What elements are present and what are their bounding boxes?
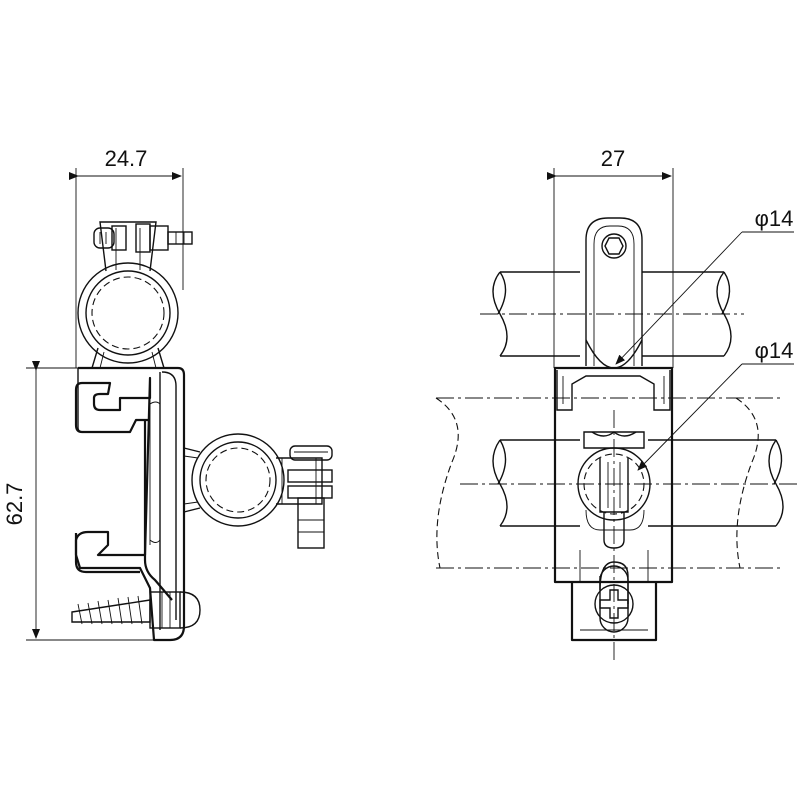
side-wood-screw: [71, 591, 201, 629]
side-bracket-body: [74, 366, 186, 642]
side-width-label: 24.7: [105, 146, 148, 171]
side-width-dimension: 24.7: [69, 146, 184, 368]
front-upper-pipe-diameter-label: φ14: [755, 206, 794, 231]
side-height-dimension: 62.7: [2, 361, 160, 641]
front-upper-pipe: [480, 271, 744, 357]
side-lower-clamp: [183, 433, 333, 549]
front-screw-head: [594, 561, 634, 633]
front-view: 27: [435, 146, 800, 660]
front-lower-pipe-diameter-label: φ14: [755, 338, 794, 363]
front-bracket-body: [553, 366, 674, 642]
front-width-dimension: 27: [547, 146, 674, 368]
side-upper-clamp: [77, 221, 193, 369]
front-lower-pipe: [460, 439, 800, 527]
front-upper-pipe-leader: φ14: [615, 206, 794, 365]
front-width-label: 27: [601, 146, 625, 171]
front-lower-pipe-leader: φ14: [637, 338, 794, 471]
front-background-pipe: [435, 397, 784, 569]
side-height-label: 62.7: [2, 483, 27, 526]
side-view: 24.7 62.7: [2, 146, 333, 642]
